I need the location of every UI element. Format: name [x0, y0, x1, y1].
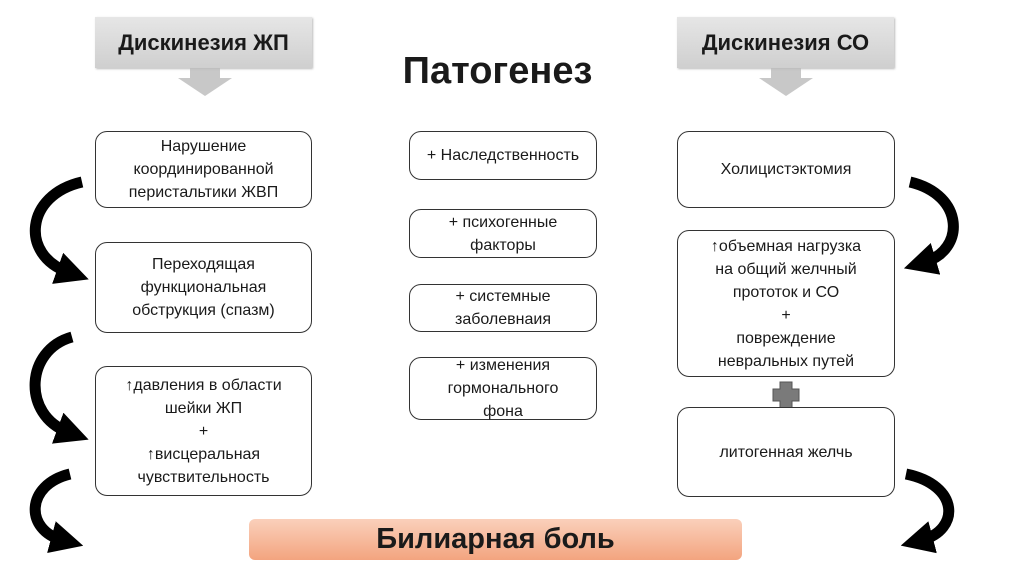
center-box-2: + психогенные факторы	[409, 209, 597, 258]
curved-arrow-left-1	[29, 176, 89, 284]
plus-icon	[772, 381, 800, 409]
result-box: Билиарная боль	[249, 519, 742, 560]
curved-arrow-left-3	[29, 468, 84, 554]
right-box-1: Холицистэктомия	[677, 131, 895, 208]
right-box-2: ↑объемная нагрузка на общий желчный прот…	[677, 230, 895, 377]
curved-arrow-right-2	[900, 468, 955, 554]
center-box-3: + системные заболевнаия	[409, 284, 597, 332]
right-box-3: литогенная желчь	[677, 407, 895, 497]
center-box-4: + изменения гормонального фона	[409, 357, 597, 420]
left-box-2: Переходящая функциональная обструкция (с…	[95, 242, 312, 333]
center-box-1: + Наследственность	[409, 131, 597, 180]
left-box-3: ↑давления в области шейки ЖП + ↑висцерал…	[95, 366, 312, 496]
down-arrow-left-icon	[178, 68, 232, 96]
page-title: Патогенез	[402, 50, 593, 92]
curved-arrow-left-2	[29, 331, 89, 444]
left-header: Дискинезия ЖП	[95, 17, 312, 68]
curved-arrow-right-1	[903, 176, 959, 275]
down-arrow-right-icon	[759, 68, 813, 96]
left-box-1: Нарушение координированной перистальтики…	[95, 131, 312, 208]
right-header: Дискинезия СО	[677, 17, 894, 68]
